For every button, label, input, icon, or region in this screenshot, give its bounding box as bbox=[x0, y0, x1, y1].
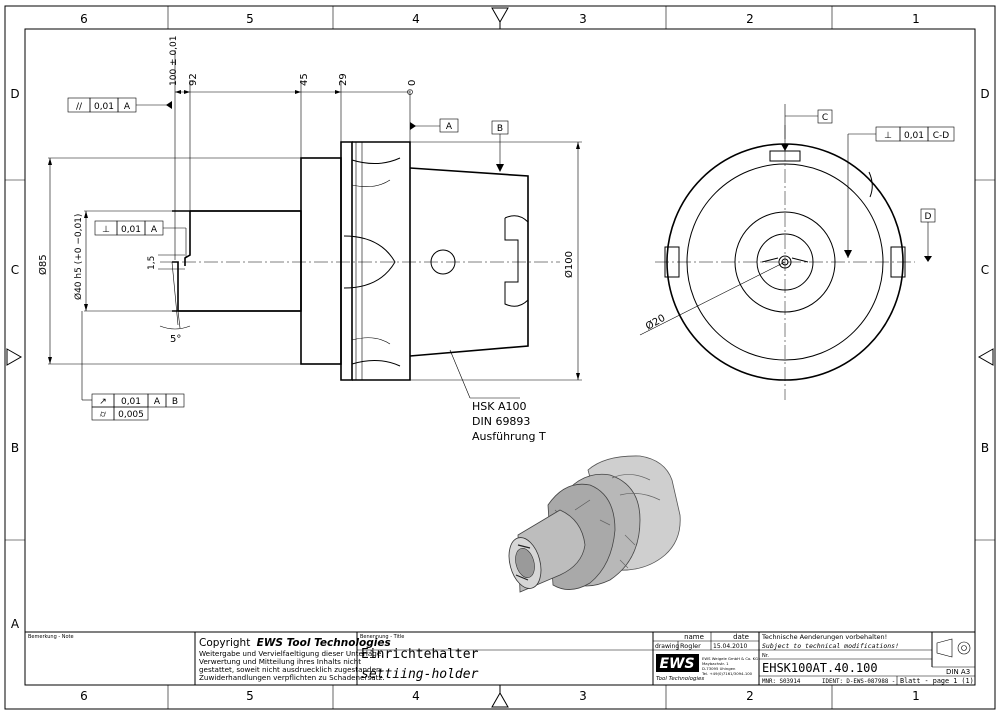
dim-92: 92 bbox=[188, 73, 199, 86]
callout-line2: DIN 69893 bbox=[472, 415, 530, 428]
fcf-perp-right-ref: C-D bbox=[933, 131, 950, 141]
tb-notice-de: Technische Aenderungen vorbehalten! bbox=[761, 633, 887, 641]
fcf-runout-ref1: A bbox=[154, 397, 161, 407]
fcf-parallel-ref: A bbox=[124, 102, 131, 112]
dim-29: 29 bbox=[338, 73, 349, 86]
tb-sheet: Blatt - page 1 (1) bbox=[900, 677, 974, 685]
col-label-bottom-3: 3 bbox=[579, 689, 587, 703]
tb-copyright: Copyright EWS Tool Technologies bbox=[199, 637, 391, 649]
tb-address-4: Tel. +49(0)7161/3094-100 bbox=[701, 671, 753, 676]
tb-copyright-line-3: gestattet, soweit nicht ausdruecklich zu… bbox=[199, 665, 383, 674]
tb-logo: EWS bbox=[659, 656, 694, 672]
tb-address-2: Maybachstr. 1 bbox=[702, 661, 729, 666]
dim-5deg: 5° bbox=[170, 334, 181, 345]
row-label-right-B: B bbox=[981, 441, 989, 455]
tb-address-3: D-73095 Uhingen bbox=[702, 666, 736, 671]
dim-20: Ø20 bbox=[644, 312, 668, 333]
dim-0: 0 bbox=[407, 80, 418, 86]
fcf-cyl-symbol: ⌭ bbox=[100, 410, 107, 420]
tb-note-label: Bemerkung - Note bbox=[28, 634, 74, 640]
tb-part-number: EHSK100AT.40.100 bbox=[762, 661, 878, 675]
fcf-parallel-value: 0,01 bbox=[94, 102, 114, 112]
tb-col-date: date bbox=[733, 633, 749, 641]
tb-drawer: Rogler bbox=[680, 642, 701, 650]
hsk-taper bbox=[409, 167, 529, 357]
row-label-left-B: B bbox=[11, 441, 19, 455]
tb-ident: IDENT: D-EWS-087988 - bbox=[822, 679, 895, 685]
shank-outline bbox=[172, 210, 301, 312]
tb-row-drawing: drawing bbox=[655, 643, 679, 650]
row-label-left-D: D bbox=[10, 87, 19, 101]
col-label-top-6: 6 bbox=[80, 12, 88, 26]
tb-logo-sub: Tool Technologies bbox=[656, 676, 704, 682]
fcf-perp-right-value: 0,01 bbox=[904, 131, 924, 141]
fcf-runout-value: 0,01 bbox=[121, 397, 141, 407]
tb-draw-date: 15.04.2010 bbox=[713, 643, 748, 650]
tb-copyright-brand: EWS Tool Technologies bbox=[257, 637, 391, 649]
fcf-parallel-symbol: // bbox=[76, 102, 83, 112]
projection-symbol bbox=[936, 638, 953, 658]
zone-ticks bbox=[5, 6, 995, 709]
dim-85: Ø85 bbox=[37, 254, 49, 275]
front-bore-circle bbox=[734, 211, 836, 313]
tb-copyright-line-1: Weitergabe und Vervielfaeltigung dieser … bbox=[199, 649, 384, 658]
col-label-bottom-4: 4 bbox=[412, 689, 420, 703]
row-label-right-C: C bbox=[981, 263, 989, 277]
datum-A-label: A bbox=[446, 122, 453, 132]
col-label-top-3: 3 bbox=[579, 12, 587, 26]
row-label-right-D: D bbox=[980, 87, 989, 101]
col-label-top-5: 5 bbox=[246, 12, 254, 26]
fcf-perp-left-symbol: ⊥ bbox=[102, 225, 110, 235]
tb-din: DIN A3 bbox=[946, 668, 970, 676]
callout-line1: HSK A100 bbox=[472, 400, 526, 413]
tb-copyright-prefix: Copyright bbox=[199, 637, 250, 649]
dim-100tol: 100 ± 0,01 bbox=[169, 36, 179, 86]
tb-col-name: name bbox=[684, 633, 704, 641]
body-block bbox=[300, 157, 342, 365]
isometric-view bbox=[508, 455, 681, 593]
tb-mnr: MNR: S03914 bbox=[762, 679, 801, 685]
tb-nr-label: Nr. bbox=[762, 653, 769, 659]
dim-40: Ø40 h5 (+0 −0,01) bbox=[73, 214, 84, 300]
tb-logo-box bbox=[656, 654, 699, 672]
tb-address-1: EWS Weigele GmbH & Co. KG bbox=[702, 656, 758, 661]
front-view: C ⊥ 0,01 C-D D Ø20 bbox=[639, 104, 955, 400]
col-label-bottom-1: 1 bbox=[912, 689, 920, 703]
datum-C-label: C bbox=[822, 113, 828, 123]
side-view: A B 100 ± 0,01 92 45 29 0 // 0,01 A Ø85 bbox=[37, 36, 582, 443]
title-block: Bemerkung - Note Copyright EWS Tool Tech… bbox=[25, 631, 975, 685]
centering-marks bbox=[6, 7, 994, 708]
tb-title-label: Benennung - Title bbox=[360, 634, 404, 640]
flange bbox=[340, 141, 353, 381]
col-label-top-1: 1 bbox=[912, 12, 920, 26]
dim-15: 1,5 bbox=[147, 256, 157, 270]
tb-title-de: Einrichtehalter bbox=[361, 647, 479, 662]
callout-line3: Ausführung T bbox=[472, 430, 546, 443]
tb-copyright-line-4: Zuwiderhandlungen verpflichten zu Schade… bbox=[199, 673, 385, 682]
col-label-top-2: 2 bbox=[746, 12, 754, 26]
row-label-left-C: C bbox=[11, 263, 19, 277]
dim-45: 45 bbox=[299, 73, 310, 86]
row-label-left-A: A bbox=[11, 617, 20, 631]
datum-B-label: B bbox=[497, 124, 503, 134]
col-label-bottom-6: 6 bbox=[80, 689, 88, 703]
dim-100: Ø100 bbox=[563, 251, 575, 278]
tb-title-en: settiing-holder bbox=[361, 667, 479, 682]
col-label-bottom-5: 5 bbox=[246, 689, 254, 703]
tb-copyright-line-2: Verwertung und Mitteilung ihres Inhalts … bbox=[199, 657, 361, 666]
outer-border bbox=[4, 5, 996, 710]
front-inner-circle bbox=[686, 163, 884, 361]
fcf-perp-left-ref: A bbox=[151, 225, 158, 235]
fcf-perp-right-symbol: ⊥ bbox=[884, 131, 892, 141]
col-label-bottom-2: 2 bbox=[746, 689, 754, 703]
datum-D-label: D bbox=[925, 212, 932, 222]
fcf-perp-left-value: 0,01 bbox=[121, 225, 141, 235]
fcf-runout-ref2: B bbox=[172, 397, 178, 407]
col-label-top-4: 4 bbox=[412, 12, 420, 26]
fcf-cyl-value: 0,005 bbox=[118, 410, 144, 420]
tb-notice-en: Subject to technical modifications! bbox=[762, 642, 899, 650]
fcf-runout-symbol: ↗ bbox=[99, 397, 107, 407]
hsk-hole bbox=[430, 249, 456, 275]
